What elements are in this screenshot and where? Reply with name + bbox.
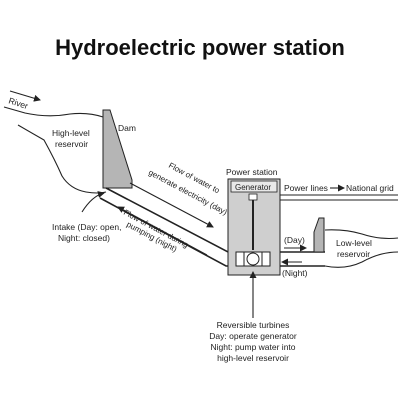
reversible-turbine — [235, 251, 271, 267]
power-station-label: Power station — [226, 167, 278, 177]
high-reservoir-label-line1: High-level — [52, 128, 90, 138]
diagram-title: Hydroelectric power station — [55, 35, 345, 60]
dam — [102, 109, 133, 189]
generator-label: Generator — [235, 183, 271, 192]
high-reservoir-label-line2: reservoir — [55, 139, 88, 149]
river-surface — [3, 106, 104, 118]
turbines-label-line2: Day: operate generator — [209, 331, 297, 341]
intake-arrow — [81, 191, 105, 213]
day-label: (Day) — [284, 235, 305, 245]
flow-pump-arrow — [117, 206, 208, 256]
turbines-label-line3: Night: pump water into — [210, 342, 295, 352]
power-lines-label: Power lines — [284, 183, 328, 193]
dam-label: Dam — [118, 123, 136, 133]
low-reservoir-surface — [324, 229, 399, 240]
low-reservoir-bed — [324, 251, 399, 268]
generator-shaft — [248, 193, 258, 250]
turbines-label-line1: Reversible turbines — [217, 320, 290, 330]
river-arrow — [9, 90, 41, 102]
generator-box — [230, 180, 278, 193]
flow-generate-arrow — [129, 182, 214, 228]
power-lines — [280, 194, 398, 201]
night-label: (Night) — [282, 268, 308, 278]
national-grid-label: National grid — [346, 183, 394, 193]
turbines-label-line4: high-level reservoir — [217, 353, 289, 363]
intake-label-line2: Night: closed) — [58, 233, 110, 243]
low-reservoir-label-line1: Low-level — [336, 238, 372, 248]
intake-label-line1: Intake (Day: open, — [52, 222, 121, 232]
low-reservoir-wall — [313, 217, 325, 253]
low-reservoir-label-line2: reservoir — [337, 249, 370, 259]
reservoir-basin — [17, 124, 107, 194]
